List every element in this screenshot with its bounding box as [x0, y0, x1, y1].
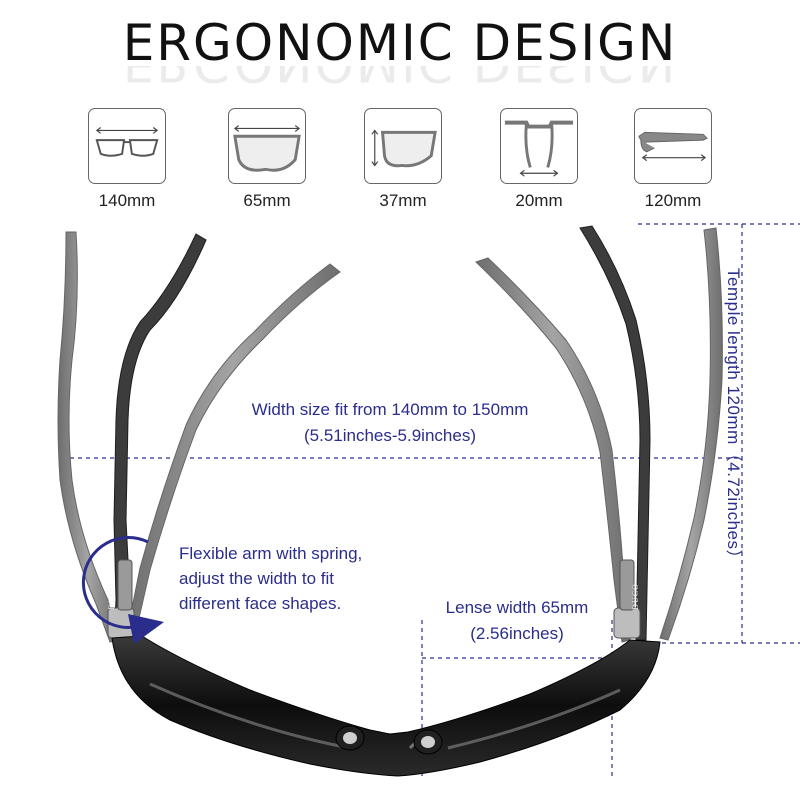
width-fit-inches-text: (5.51inches-5.9inches)	[304, 426, 476, 445]
temple-length-value: 120mm	[644, 191, 702, 210]
spring-text-1: Flexible arm with spring,	[179, 544, 363, 563]
page-title: ERGONOMIC DESIGN	[122, 14, 678, 72]
brand-mark-left: DUCO	[106, 583, 116, 610]
rotation-arrow-icon	[81, 536, 164, 644]
lens-width-value: 65mm	[243, 191, 291, 210]
bridge-width-icon	[500, 108, 578, 184]
frame-width-value: 140mm	[98, 191, 156, 210]
right-outer-arm	[659, 227, 723, 641]
right-dark-arm	[579, 225, 651, 641]
left-outer-arm	[57, 231, 119, 643]
brand-mark-right: DUCO	[630, 583, 640, 610]
lens-height-icon	[364, 108, 442, 184]
left-hinge	[107, 559, 135, 639]
frame-width-icon	[88, 108, 166, 184]
spring-text-2: adjust the width to fit	[179, 569, 334, 588]
lens-height-value: 37mm	[379, 191, 427, 210]
width-fit-text: Width size fit from 140mm to 150mm	[251, 400, 529, 419]
lens-width-inches-text: (2.56inches)	[470, 624, 564, 643]
temple-length-icon	[634, 108, 712, 184]
spring-text-3: different face shapes.	[179, 594, 342, 613]
nose-pads	[335, 725, 443, 755]
lens-width-text: Lense width 65mm	[445, 598, 589, 617]
frame-front	[111, 635, 661, 777]
lens-width-icon	[228, 108, 306, 184]
temple-length-text: Temple length 120mm（4.72inches）	[724, 268, 743, 567]
right-inner-arm	[475, 257, 631, 643]
bridge-width-value: 20mm	[515, 191, 563, 210]
right-hinge	[613, 559, 641, 639]
